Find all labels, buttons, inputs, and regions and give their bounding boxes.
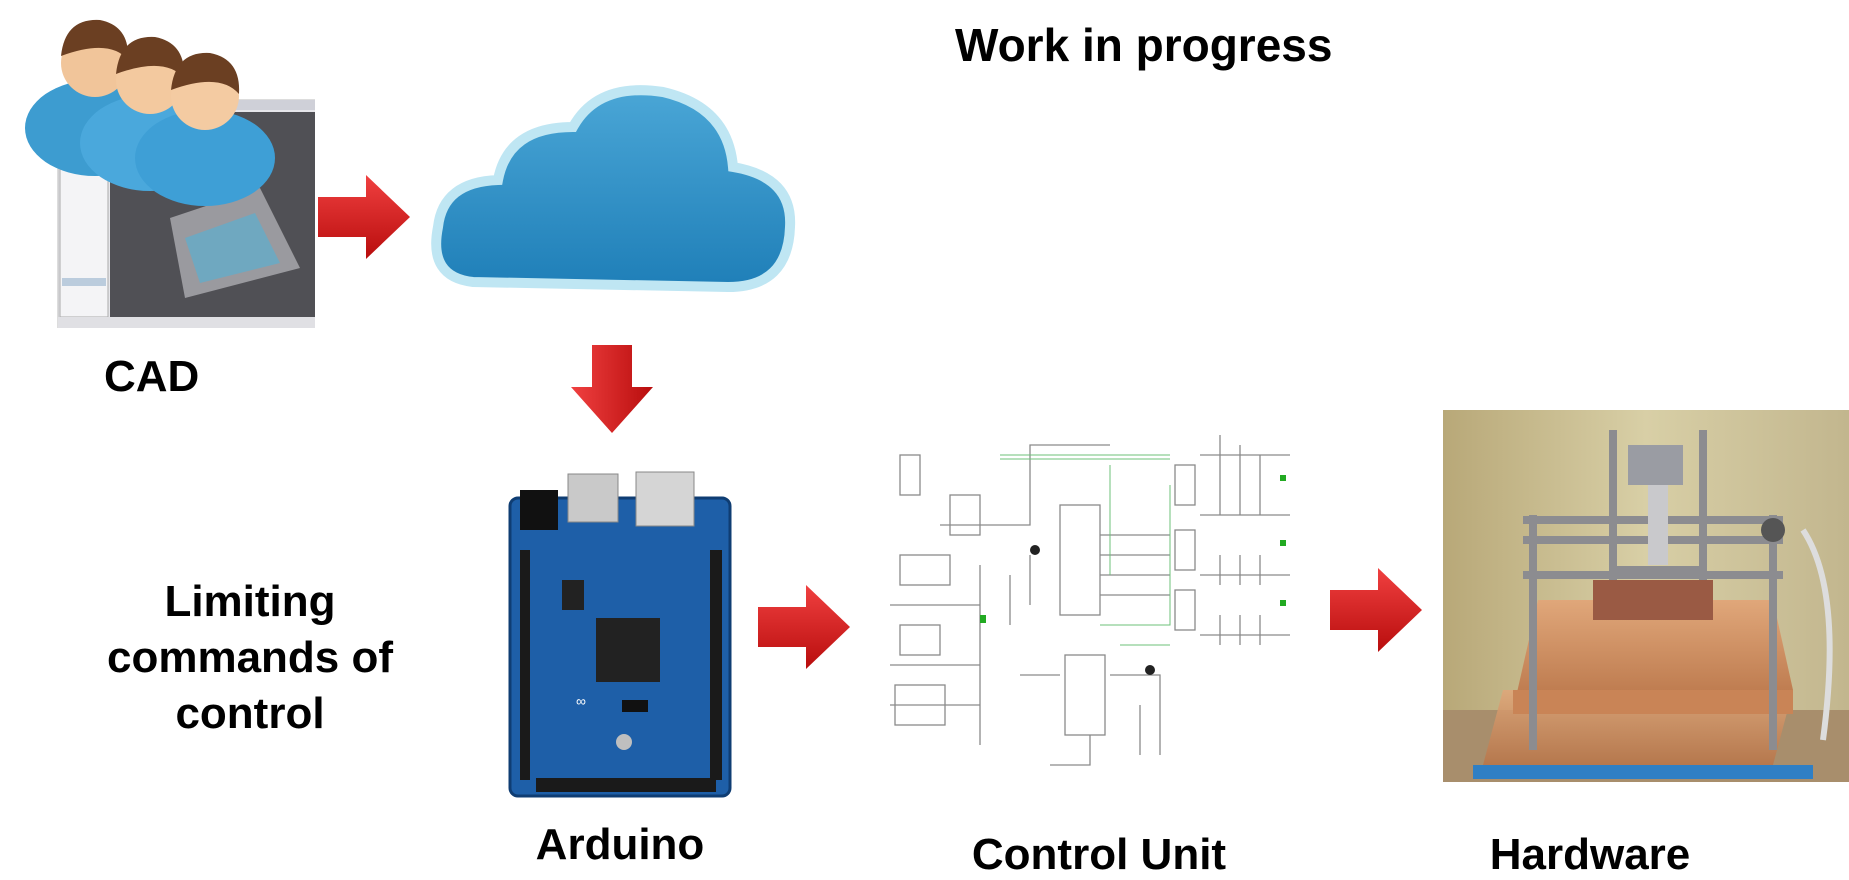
page-title: Work in progress <box>955 19 1333 71</box>
cad-label: CAD <box>104 352 200 401</box>
arrow-icon <box>758 585 850 669</box>
arrow-icon <box>1330 568 1422 652</box>
cnc-machine-photo <box>1443 410 1849 782</box>
svg-text:∞: ∞ <box>576 693 586 709</box>
limiting-line-1: Limiting <box>164 577 336 626</box>
cloud-icon <box>428 82 798 297</box>
control-unit-label: Control Unit <box>971 830 1227 879</box>
arrow-icon <box>318 175 410 259</box>
circuit-schematic-image <box>870 425 1305 775</box>
arduino-label: Arduino <box>535 820 705 869</box>
limiting-line-3: control <box>175 689 325 738</box>
arduino-board-image: ∞ <box>506 470 734 800</box>
cad-image <box>10 8 315 328</box>
arrow-icon <box>571 345 653 433</box>
limiting-line-2: commands of <box>106 633 394 682</box>
limiting-commands-label: Limiting commands of control <box>80 574 420 742</box>
hardware-label: Hardware <box>1489 830 1691 879</box>
users-icon <box>25 19 275 206</box>
